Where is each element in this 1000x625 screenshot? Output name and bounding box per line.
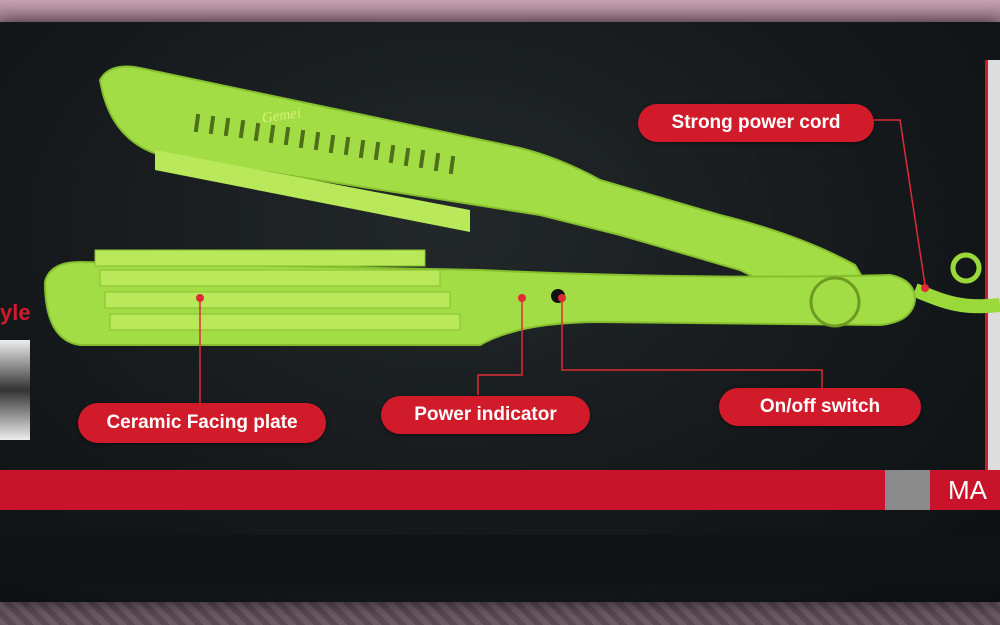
red-band xyxy=(0,470,885,510)
upper-arm xyxy=(98,65,872,302)
ceramic-plate xyxy=(94,249,461,331)
grey-tab xyxy=(885,470,930,510)
left-edge-text: yle xyxy=(0,300,31,325)
vents xyxy=(193,113,456,175)
side-thumbnail xyxy=(0,340,30,440)
callout-power-cord: Strong power cord xyxy=(638,104,874,142)
side-panel xyxy=(985,60,1000,470)
hinge xyxy=(809,276,861,328)
cord-loop xyxy=(950,252,982,284)
callout-onoff-switch: On/off switch xyxy=(719,388,921,426)
callout-ceramic-facing-plate: Ceramic Facing plate xyxy=(78,403,326,443)
leader-dots xyxy=(196,284,929,302)
box-bottom-edge xyxy=(0,535,1000,585)
callout-power-indicator: Power indicator xyxy=(381,396,590,434)
leader-lines xyxy=(199,119,926,405)
upper-plate xyxy=(155,150,470,232)
power-cord xyxy=(912,283,1000,314)
band-text: MA xyxy=(930,470,1000,510)
